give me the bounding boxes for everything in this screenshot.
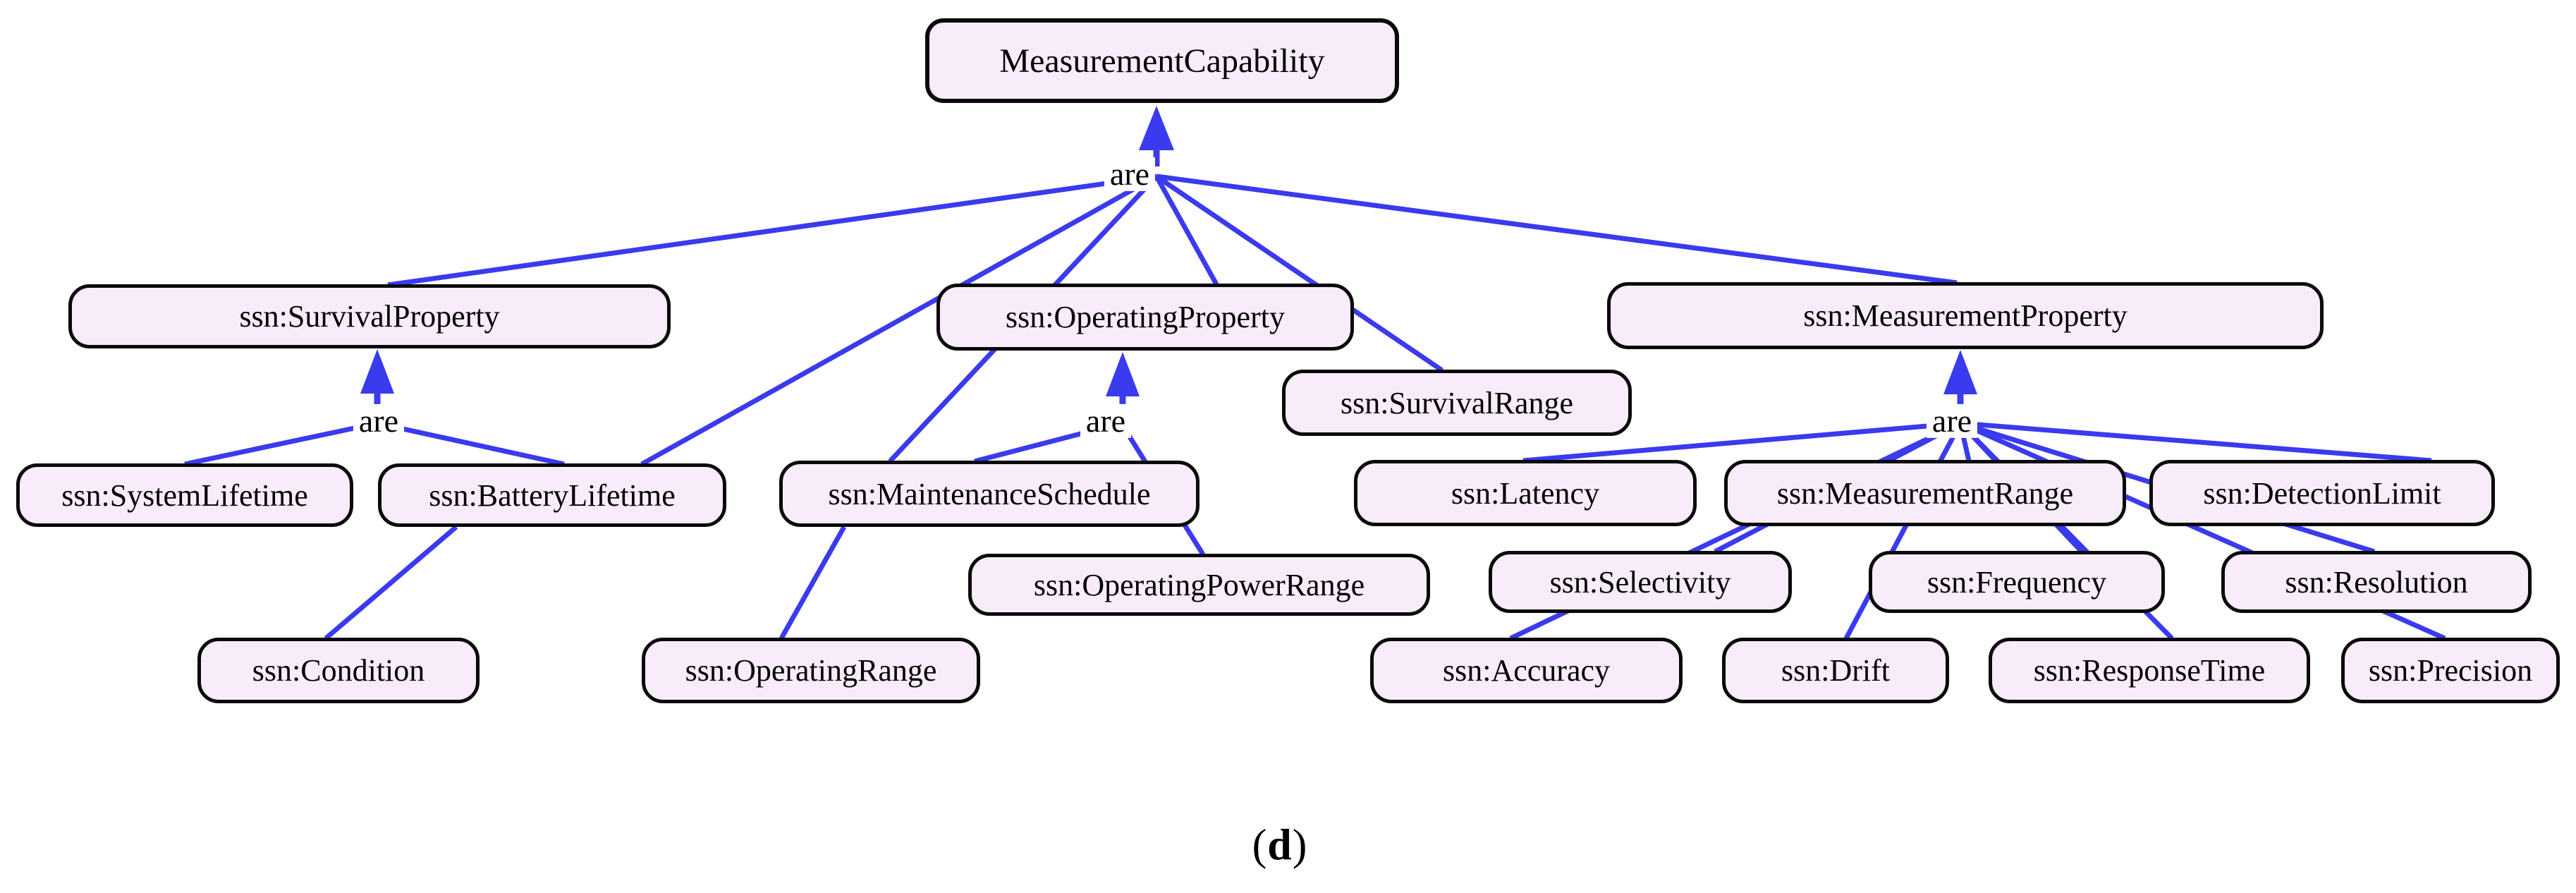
- node-survival-range: ssn:SurvivalRange: [1282, 370, 1632, 436]
- edge-central-battery-lifetime: [640, 174, 1158, 467]
- edge-central-survival-range: [1155, 174, 1443, 372]
- node-operating-range: ssn:OperatingRange: [642, 638, 980, 703]
- node-operating-power-range: ssn:OperatingPowerRange: [968, 554, 1430, 616]
- are-hub-middle: are: [1080, 403, 1132, 439]
- node-operating-property: ssn:OperatingProperty: [936, 284, 1354, 351]
- edge-left-battery-lifetime: [377, 420, 565, 467]
- are-hub-central: are: [1104, 157, 1156, 192]
- node-detection-limit: ssn:DetectionLimit: [2149, 460, 2495, 526]
- edge-right-latency: [1522, 420, 1961, 463]
- node-measurement-capability: MeasurementCapability: [925, 18, 1399, 103]
- caption-letter: d: [1267, 821, 1293, 870]
- arrow-central: [1139, 106, 1174, 166]
- edge-maintenance-schedule-operating-range: [779, 526, 847, 640]
- node-measurement-range: ssn:MeasurementRange: [1724, 460, 2126, 526]
- node-frequency: ssn:Frequency: [1869, 551, 2165, 613]
- node-response-time: ssn:ResponseTime: [1989, 638, 2310, 703]
- node-survival-property: ssn:SurvivalProperty: [68, 284, 671, 348]
- node-battery-lifetime: ssn:BatteryLifetime: [378, 463, 726, 527]
- edge-right-detection-limit: [1960, 420, 2432, 463]
- caption-open-paren: (: [1252, 821, 1268, 870]
- figure-caption: (d): [1252, 821, 1308, 871]
- are-hub-right: are: [1926, 403, 1978, 439]
- node-condition: ssn:Condition: [197, 638, 480, 703]
- node-measurement-property: ssn:MeasurementProperty: [1607, 282, 2324, 349]
- edge-central-operating-property: [1154, 175, 1219, 286]
- node-selectivity: ssn:Selectivity: [1489, 551, 1792, 613]
- edge-left-system-lifetime: [184, 420, 378, 467]
- edge-battery-lifetime-condition: [324, 525, 458, 640]
- node-latency: ssn:Latency: [1354, 460, 1697, 526]
- edge-central-survival-property: [387, 174, 1157, 288]
- edge-right-drift: [1843, 422, 1963, 640]
- node-drift: ssn:Drift: [1722, 638, 1949, 703]
- node-maintenance-schedule: ssn:MaintenanceSchedule: [779, 461, 1200, 527]
- caption-close-paren: ): [1292, 821, 1308, 870]
- node-precision: ssn:Precision: [2341, 638, 2560, 703]
- node-system-lifetime: ssn:SystemLifetime: [16, 463, 353, 527]
- node-resolution: ssn:Resolution: [2221, 551, 2532, 613]
- edge-central-measurement-property: [1156, 174, 1958, 286]
- are-hub-left: are: [353, 403, 405, 439]
- node-accuracy: ssn:Accuracy: [1370, 638, 1683, 703]
